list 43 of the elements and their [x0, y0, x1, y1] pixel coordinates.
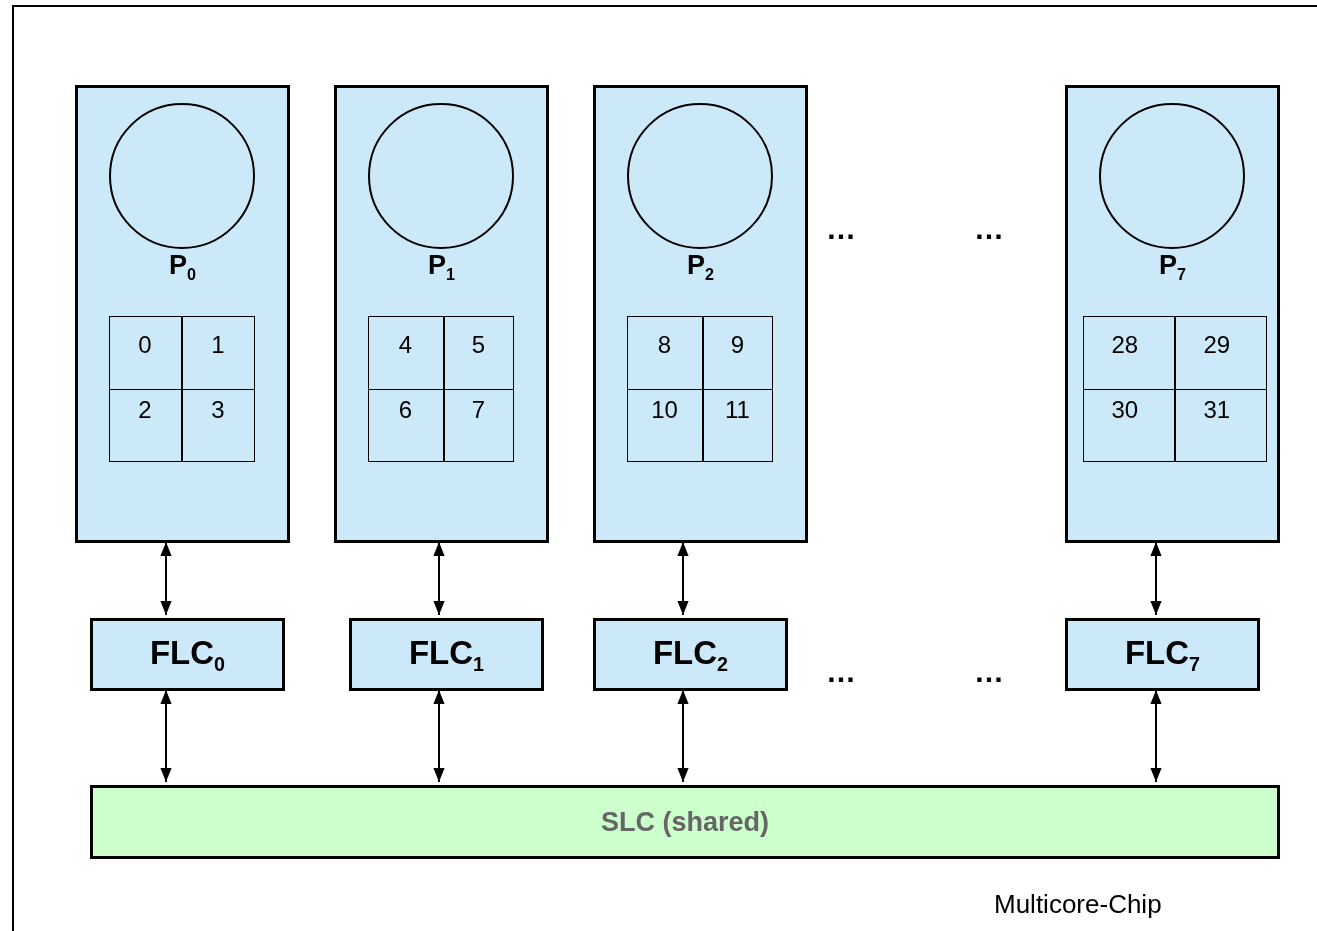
cache-box: FLC$_{2}$	[593, 618, 788, 691]
processor-box	[593, 85, 808, 543]
cache-box: FLC$_{7}$	[1065, 618, 1260, 691]
double-arrow	[160, 541, 172, 616]
chip-label: Multicore-Chip	[994, 889, 1162, 920]
register-number: 30	[1111, 395, 1139, 423]
register-number: 1	[211, 330, 225, 358]
register-number: 6	[398, 395, 413, 423]
register-number: 4	[398, 330, 413, 358]
processor-label: P$_{7}$	[1158, 250, 1187, 284]
double-arrow	[433, 541, 445, 616]
register-number: 28	[1111, 330, 1139, 358]
register-number: 2	[138, 395, 152, 423]
processor-box	[75, 85, 290, 543]
ellipsis: …	[974, 212, 1004, 246]
cache-box: FLC$_{0}$	[90, 618, 285, 691]
register-number: 3	[211, 395, 225, 423]
cache-box: FLC$_{1}$	[349, 618, 544, 691]
register-number: 9	[730, 330, 745, 358]
register-number: 29	[1203, 330, 1231, 358]
double-arrow	[677, 541, 689, 616]
ellipsis: …	[826, 655, 856, 689]
double-arrow	[433, 689, 445, 783]
processor-label: P$_{2}$	[686, 250, 715, 284]
double-arrow	[1150, 541, 1162, 616]
processor-box	[1065, 85, 1280, 543]
register-number: 5	[471, 330, 486, 358]
ellipsis: …	[974, 655, 1004, 689]
ellipsis: …	[826, 212, 856, 246]
double-arrow	[677, 689, 689, 783]
shared-cache-box: SLC (shared)	[90, 785, 1280, 859]
register-number: 0	[138, 330, 152, 358]
register-number: 10	[651, 395, 678, 423]
processor-label: P$_{1}$	[427, 250, 456, 284]
double-arrow	[1150, 689, 1162, 783]
chip-frame	[12, 5, 1317, 931]
processor-box	[334, 85, 549, 543]
processor-label: P$_{0}$	[168, 250, 197, 284]
register-number: 11	[725, 395, 750, 423]
double-arrow	[160, 689, 172, 783]
register-number: 8	[657, 330, 672, 358]
register-number: 31	[1203, 395, 1231, 423]
register-number: 7	[471, 395, 486, 423]
